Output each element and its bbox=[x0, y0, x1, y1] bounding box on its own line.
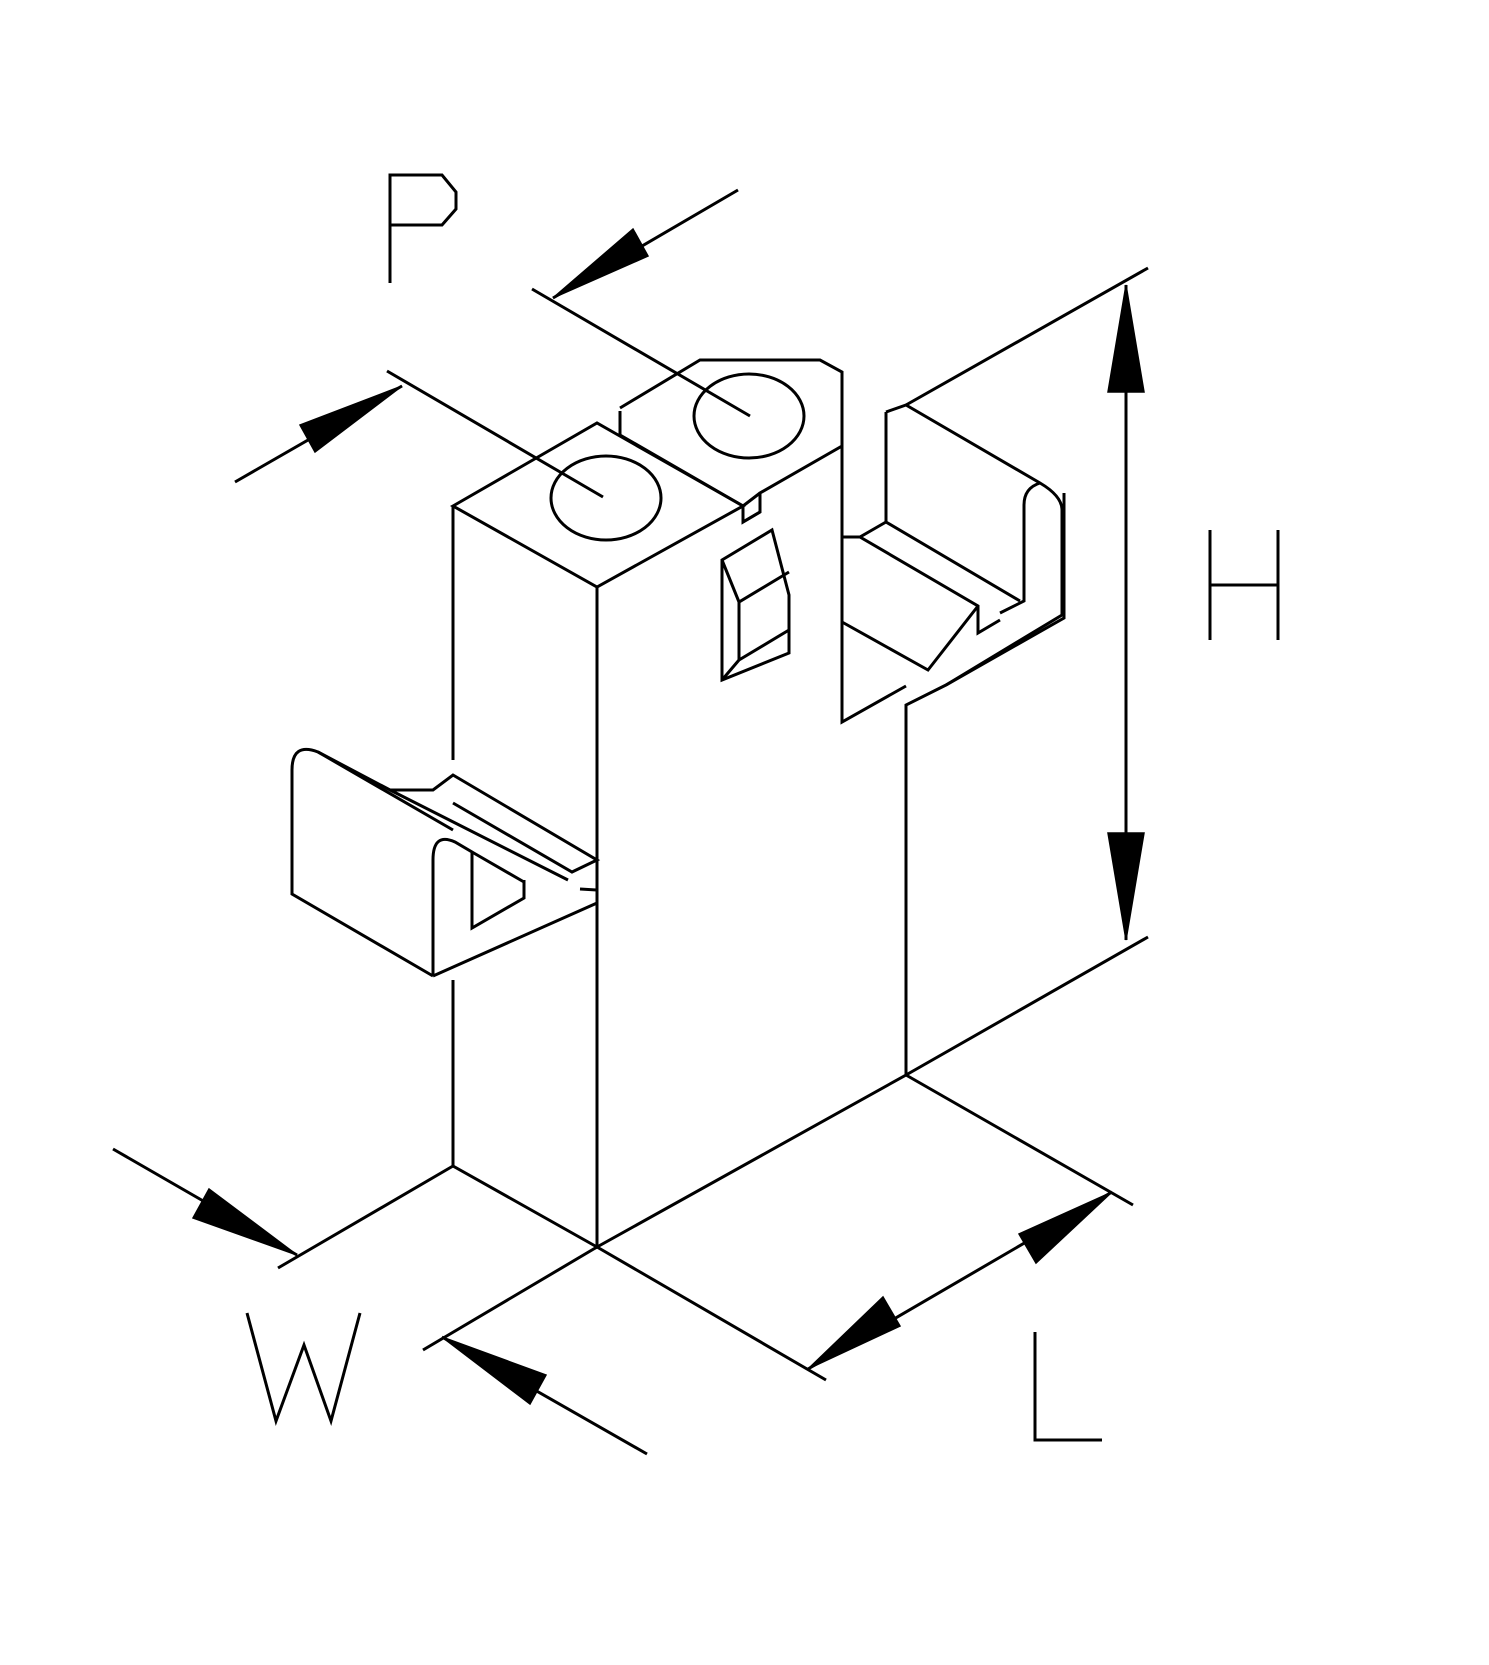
dimension-width: W bbox=[112, 1147, 648, 1456]
right-wing-ramp bbox=[841, 535, 980, 672]
height-extension-bottom bbox=[905, 935, 1149, 1077]
tower-slot bbox=[741, 491, 761, 525]
latch-window bbox=[720, 527, 791, 683]
width-arrow-left bbox=[191, 1187, 298, 1256]
pitch-extension-rear bbox=[531, 287, 751, 418]
pitch-arrow-rear bbox=[552, 227, 650, 299]
latch-window-outline bbox=[720, 527, 791, 683]
pitch-extension-front bbox=[386, 369, 604, 499]
left-wing-channel bbox=[431, 837, 599, 978]
width-label: W bbox=[245, 1312, 362, 1427]
left-wing bbox=[290, 747, 601, 978]
length-extension-right bbox=[905, 1073, 1134, 1207]
length-label: L bbox=[1033, 1332, 1102, 1442]
pitch-label: P bbox=[388, 173, 458, 283]
front-tower-top bbox=[449, 421, 747, 589]
width-extension-left bbox=[277, 1164, 454, 1270]
housing-body bbox=[449, 358, 1066, 1250]
height-extension-top bbox=[905, 266, 1149, 407]
left-wing-outline bbox=[290, 747, 454, 978]
length-arrow-left bbox=[807, 1295, 902, 1370]
housing-left-face bbox=[451, 506, 598, 1249]
contact-hole-rear bbox=[692, 372, 806, 460]
dimension-pitch: P bbox=[234, 173, 751, 499]
pitch-arrow-front bbox=[298, 385, 403, 454]
height-arrow-top bbox=[1107, 284, 1145, 393]
height-label: H bbox=[1208, 530, 1280, 640]
dimension-height: H bbox=[905, 266, 1280, 1077]
dimension-length: L bbox=[596, 1073, 1134, 1442]
right-wing bbox=[841, 403, 1064, 687]
contact-holes bbox=[549, 372, 806, 542]
right-wing-outline bbox=[884, 403, 1064, 687]
contact-hole-front bbox=[549, 454, 663, 542]
width-extension-right bbox=[422, 1245, 598, 1352]
length-arrow-right bbox=[1017, 1191, 1113, 1265]
housing-front-face bbox=[595, 493, 1066, 1250]
rear-tower-top bbox=[618, 358, 844, 525]
width-arrow-right bbox=[441, 1336, 548, 1406]
width-label-text: W bbox=[247, 1420, 248, 1422]
latch-window-inner bbox=[720, 559, 790, 681]
left-wing-top bbox=[317, 750, 601, 882]
rear-tower-edge bbox=[840, 372, 907, 725]
length-extension-left bbox=[596, 1245, 827, 1382]
height-arrow-bottom bbox=[1107, 832, 1145, 941]
